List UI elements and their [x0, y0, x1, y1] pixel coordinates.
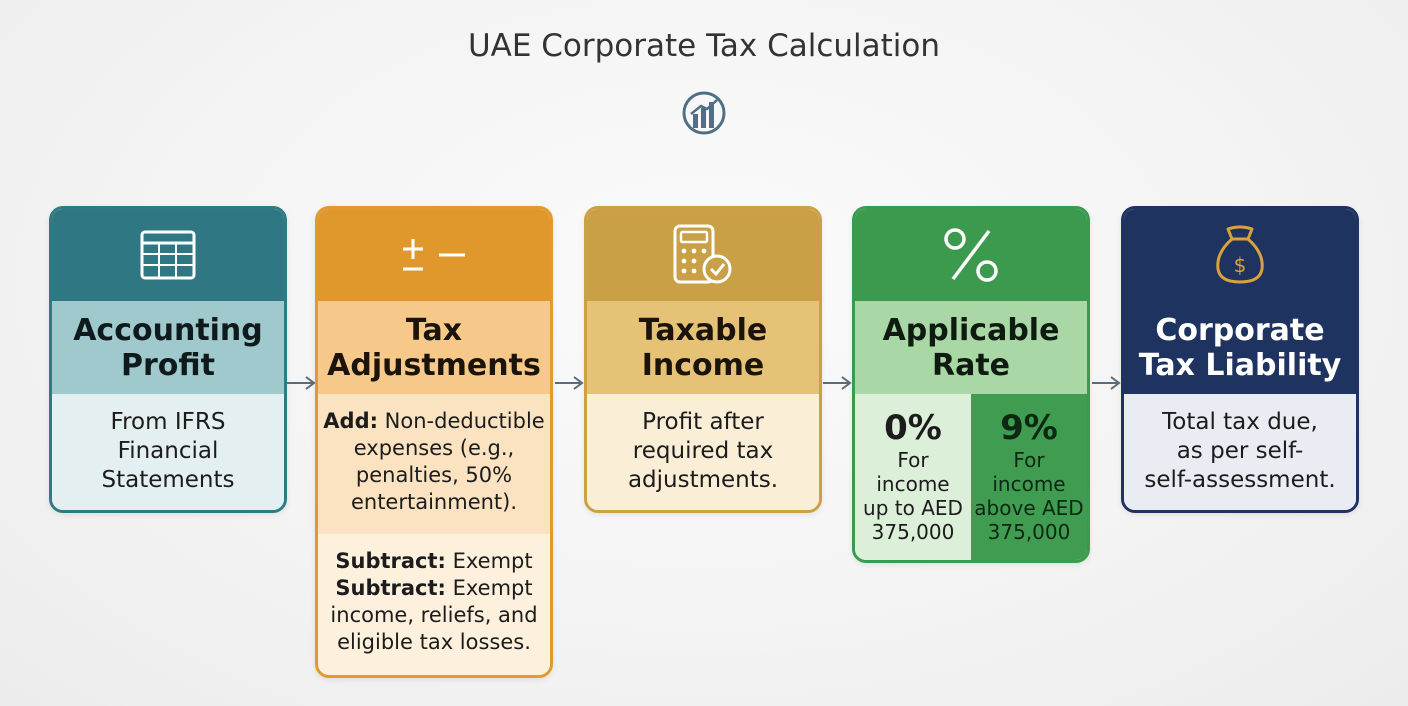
step2-sub-line: eligible tax losses.: [337, 630, 531, 654]
step3-heading-line1: Taxable: [638, 312, 768, 348]
money-bag-icon: $: [1216, 225, 1264, 284]
step1-desc-line: Financial: [117, 438, 219, 464]
add-label: Add:: [323, 409, 378, 433]
bar-chart-icon: [682, 91, 726, 135]
step4-icon-area: [855, 209, 1087, 301]
step1-desc-line: Statements: [101, 467, 235, 493]
step1-desc-line: From IFRS: [110, 409, 226, 435]
step5-desc-line: as per self-: [1176, 438, 1304, 464]
rate-desc-line: above AED: [974, 496, 1084, 520]
rate-desc-line: For: [897, 448, 929, 472]
step2-heading-line1: Tax: [405, 312, 463, 348]
step5-description: Total tax due, as per self- self-assessm…: [1124, 394, 1356, 510]
step2-add-line: Add: Non-deductible: [318, 408, 550, 435]
percent-icon: [944, 228, 998, 282]
rate-desc-line: For: [1013, 448, 1045, 472]
subtract-label: Subtract:: [335, 576, 446, 600]
step1-description: From IFRS Financial Statements: [52, 394, 284, 510]
page-title: UAE Corporate Tax Calculation: [467, 28, 941, 64]
step2-sub-line: income, reliefs, and: [330, 603, 538, 627]
step2-sub-line: Subtract: Exempt: [318, 575, 550, 602]
step4-heading-line2: Rate: [931, 347, 1011, 383]
rate-desc-line: 375,000: [987, 520, 1071, 544]
step3-desc-line: required tax: [632, 438, 774, 464]
rate-value: 9%: [1000, 408, 1058, 448]
svg-text:$: $: [1234, 253, 1247, 277]
subtract-label: Subtract:: [335, 549, 446, 573]
step1-heading-line2: Profit: [121, 347, 215, 383]
rate-zero-panel: 0% For income up to AED 375,000: [855, 394, 971, 560]
step1-icon-area: [52, 209, 284, 301]
arrow-right-icon: [555, 376, 584, 390]
rate-split: 0% For income up to AED 375,000 9% For i…: [855, 394, 1087, 560]
rate-desc-line: income: [992, 472, 1066, 496]
step3-icon-area: [587, 209, 819, 301]
rate-desc-line: income: [876, 472, 950, 496]
step3-description: Profit after required tax adjustments.: [587, 394, 819, 510]
step4-heading-line1: Applicable: [882, 312, 1060, 348]
step5-desc-line: self-assessment.: [1144, 467, 1336, 493]
subtract-text: Exempt: [445, 549, 533, 573]
step3-desc-line: Profit after: [642, 409, 764, 435]
step5-heading-line2: Tax Liability: [1138, 347, 1342, 383]
step1-heading-line1: Accounting: [73, 312, 263, 348]
arrow-right-icon: [823, 376, 852, 390]
spreadsheet-icon: [140, 230, 196, 280]
step2-add-line: penalties, 50%: [355, 463, 513, 487]
arrow-right-icon: [1092, 376, 1121, 390]
step5-heading-line1: Corporate: [1155, 312, 1325, 348]
step3-desc-line: adjustments.: [627, 467, 779, 493]
step5-icon-area: $: [1124, 209, 1356, 301]
step2-add-section: Add: Non-deductible expenses (e.g., pena…: [318, 394, 550, 534]
rate-desc-line: 375,000: [871, 520, 955, 544]
plus-minus-icon: [403, 239, 465, 271]
rate-nine-panel: 9% For income above AED 375,000: [971, 394, 1087, 560]
subtract-text: Exempt: [445, 576, 533, 600]
rate-value: 0%: [884, 408, 942, 448]
step2-icon-area: [318, 209, 550, 301]
step2-add-line: entertainment).: [350, 490, 518, 514]
step2-subtract-section: Subtract: Exempt Subtract: Exempt income…: [318, 534, 550, 675]
step2-sub-line: Subtract: Exempt: [318, 548, 550, 575]
step2-heading-line2: Adjustments: [327, 347, 541, 383]
step3-heading-line2: Income: [641, 347, 765, 383]
rate-desc-line: up to AED: [863, 496, 963, 520]
step5-desc-line: Total tax due,: [1162, 409, 1318, 435]
add-text: Non-deductible: [378, 409, 545, 433]
arrow-right-icon: [287, 376, 316, 390]
step2-add-line: expenses (e.g.,: [353, 436, 515, 460]
calculator-check-icon: [673, 224, 732, 284]
